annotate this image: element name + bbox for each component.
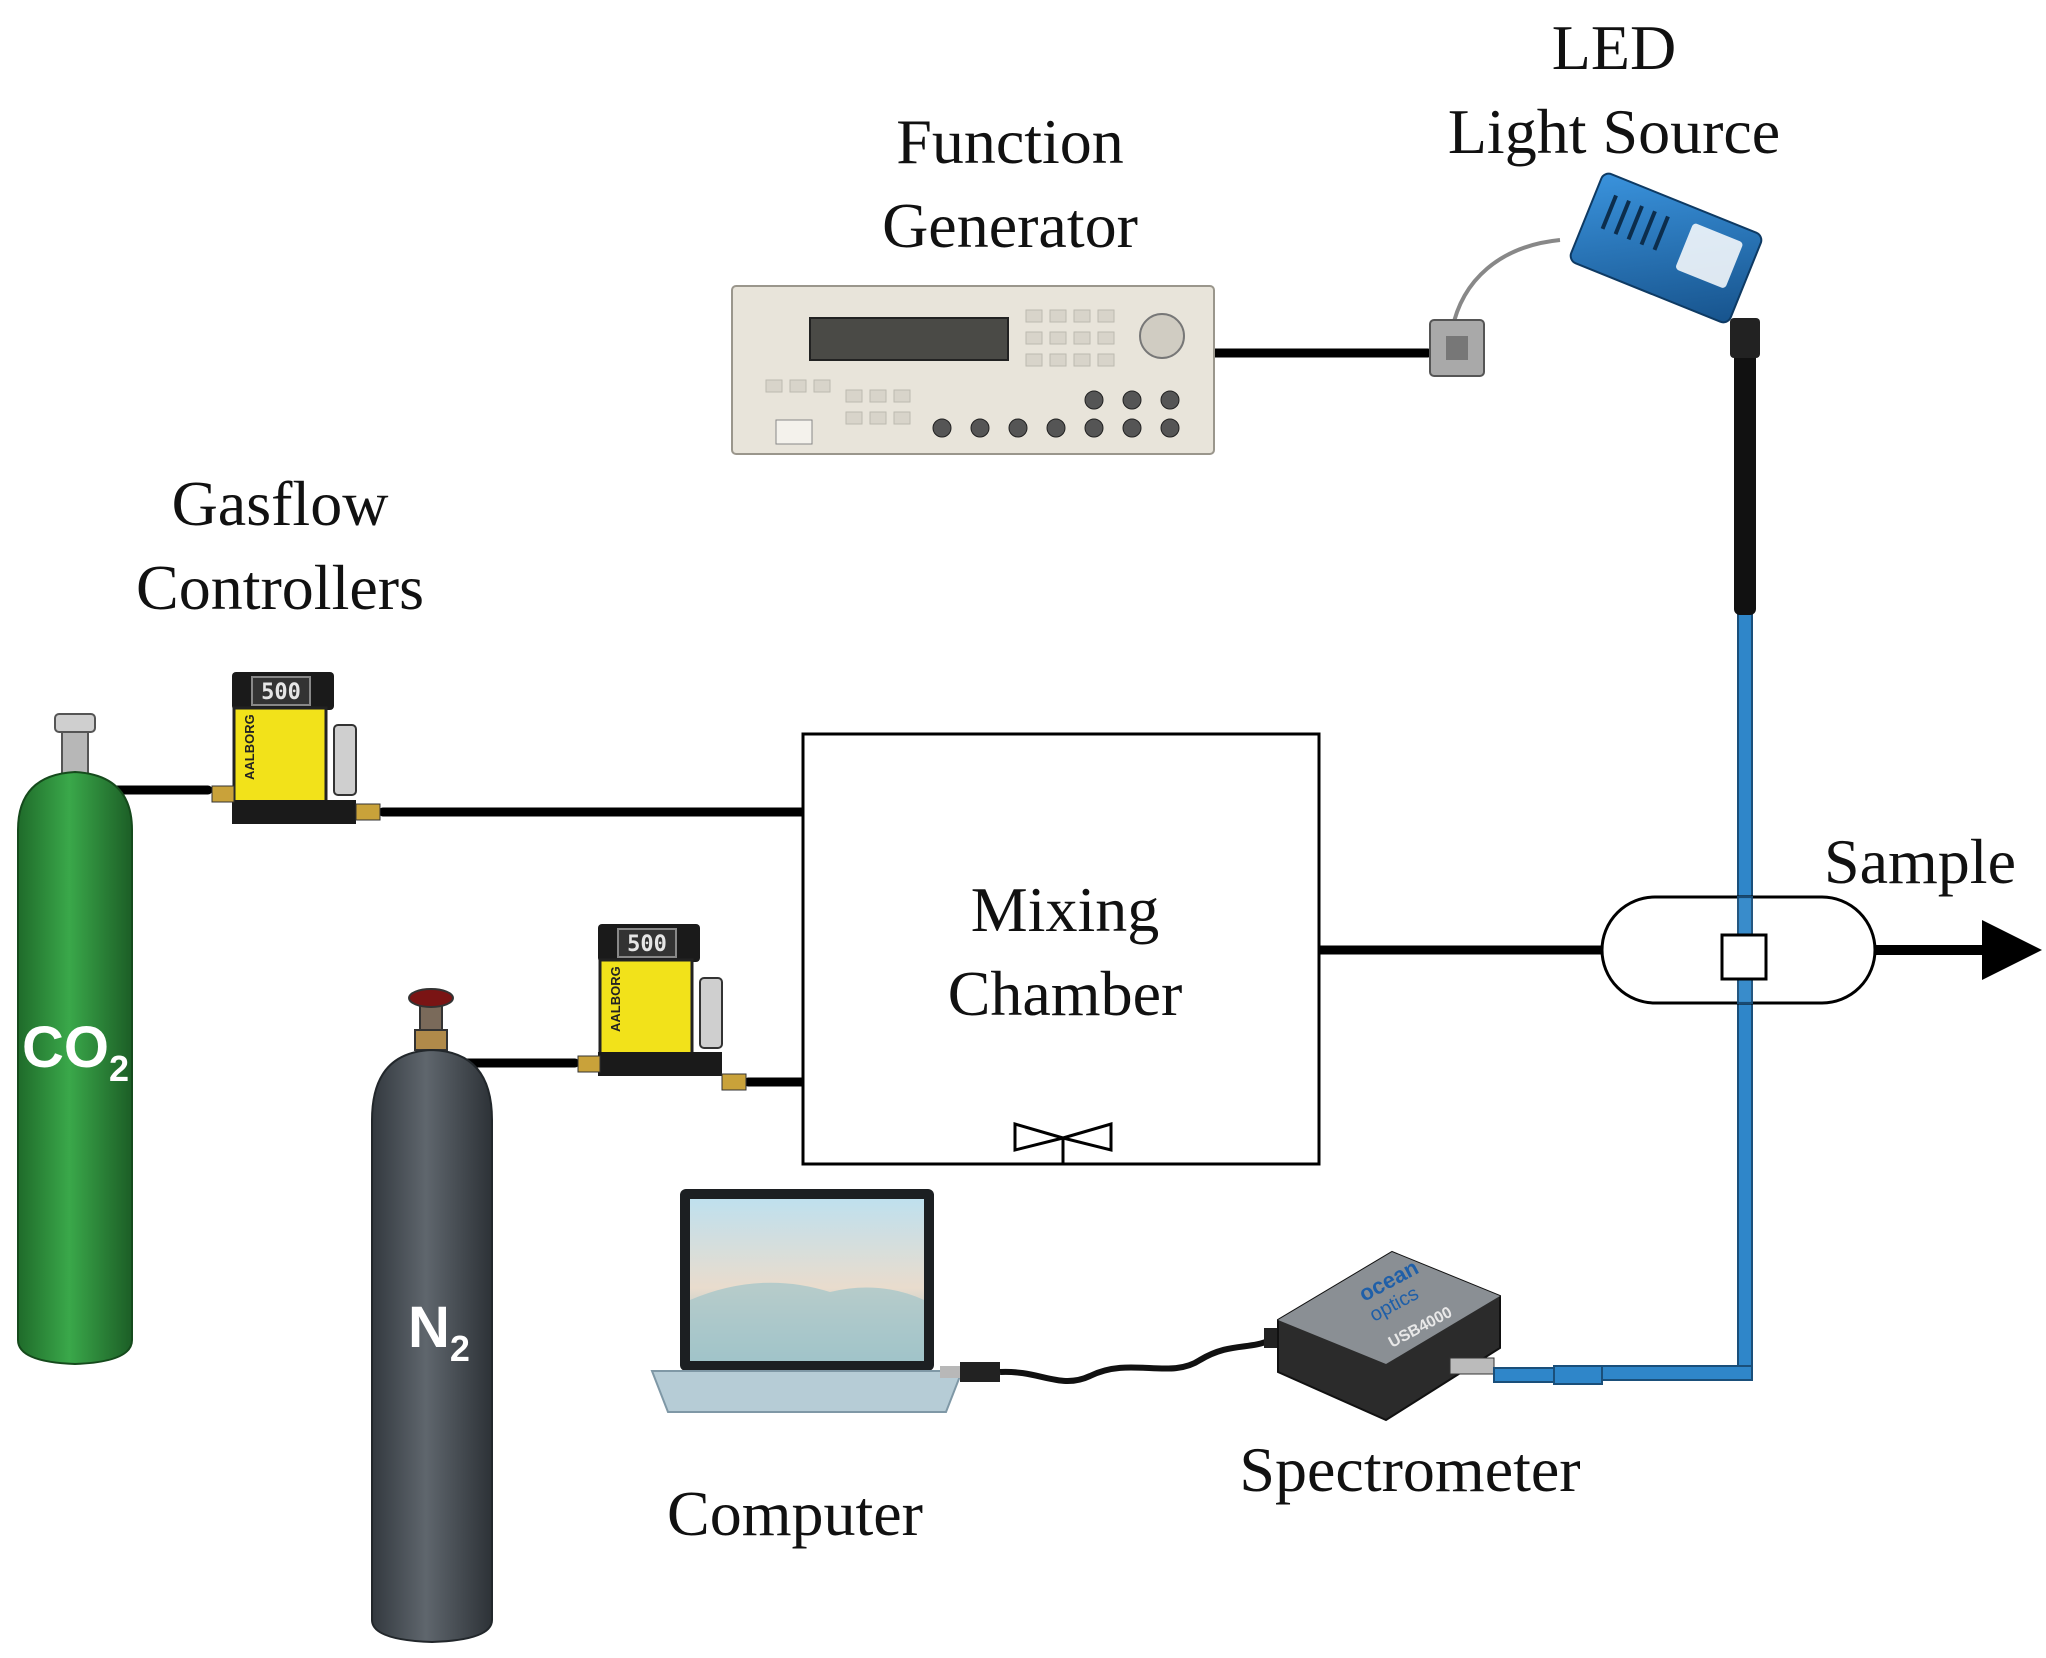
spectrometer: ocean optics USB4000 (1277, 1250, 1603, 1422)
co2-label: CO2 (22, 1015, 130, 1089)
fiber-optic-cable (1601, 318, 1760, 1381)
laptop (650, 1189, 964, 1413)
flow-brand-2: AALBORG (608, 966, 623, 1032)
function-generator-label: Function Generator (820, 100, 1200, 268)
sample-label: Sample (1824, 826, 2016, 897)
led-light-source (1429, 172, 1763, 377)
function-label-line1: Function (896, 106, 1124, 177)
mixing-label-line2: Chamber (947, 958, 1183, 1029)
flow-display-1: 500 (261, 680, 301, 705)
gasflow-controller-2: 500 AALBORG (577, 924, 747, 1091)
function-generator (731, 285, 1215, 455)
spectrometer-label: Spectrometer (1239, 1434, 1581, 1505)
sample-cell (1600, 895, 2042, 1005)
gasflow-label-line1: Gasflow (171, 468, 389, 539)
gasflow-controller-1: 500 AALBORG (211, 672, 381, 824)
flow-brand-1: AALBORG (242, 714, 257, 780)
led-label-line2: Light Source (1447, 96, 1781, 167)
flow-display-2: 500 (627, 932, 667, 957)
mixing-chamber-label: Mixing Chamber (900, 868, 1230, 1036)
computer-label: Computer (667, 1478, 923, 1549)
co2-cylinder (17, 713, 133, 1366)
function-label-line2: Generator (882, 190, 1138, 261)
n2-cylinder (371, 988, 493, 1644)
tubing-lines (93, 348, 1630, 1087)
gasflow-controllers-label: Gasflow Controllers (100, 462, 460, 630)
stirrer-icon (1013, 1122, 1113, 1164)
led-light-source-label: LED Light Source (1424, 6, 1804, 174)
led-label-line1: LED (1551, 12, 1677, 83)
mixing-label-line1: Mixing (970, 874, 1160, 945)
usb-cable (940, 1328, 1294, 1384)
n2-label: N2 (408, 1295, 470, 1369)
gasflow-label-line2: Controllers (136, 552, 424, 623)
mixing-chamber (801, 732, 1321, 1166)
